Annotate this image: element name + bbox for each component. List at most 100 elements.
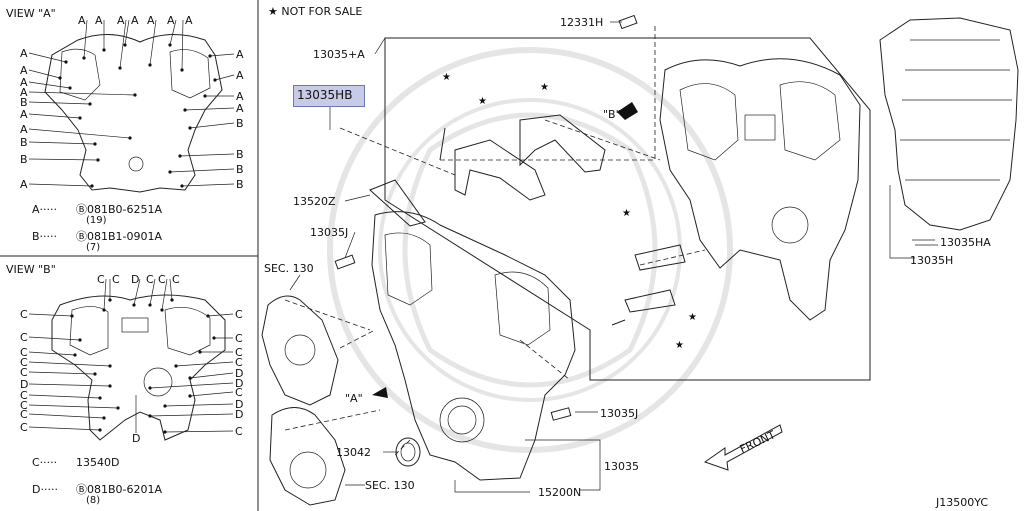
view-b-top-label-leader <box>103 278 107 311</box>
view-b-top-label-bolt-point <box>132 303 136 307</box>
callout-13035HB[interactable]: 13035HB <box>297 88 353 102</box>
view-b-right-label-leader <box>164 403 234 407</box>
view-a-arrow <box>372 387 388 398</box>
view-b-left-label-bolt-point <box>78 338 82 342</box>
view-b-top-label: C <box>172 273 180 286</box>
view-b-right-label: C <box>235 308 243 321</box>
view-b-marker: "B" <box>603 108 621 121</box>
view-b-right-label-bolt-point <box>206 314 210 318</box>
view-b-legend-d-key: D····· <box>32 483 58 496</box>
view-b-top-label: C <box>158 273 166 286</box>
assembly-13035A-box <box>384 37 871 381</box>
view-b-left-label-leader <box>28 404 119 409</box>
svg-text:★: ★ <box>478 96 487 107</box>
engine-block <box>879 17 1019 231</box>
view-b-left-label-bolt-point <box>108 364 112 368</box>
view-a-left-opening <box>59 48 101 101</box>
view-b-left-label-leader <box>28 351 76 356</box>
view-a-right-label: B <box>236 117 244 130</box>
callout-12331H: 12331H <box>560 16 603 29</box>
view-a-legend-b-qty: (7) <box>86 242 100 253</box>
view-a-right-label-bolt-point <box>180 184 184 188</box>
view-a-left-label: A <box>20 178 28 191</box>
view-b-right-label: D <box>235 367 243 380</box>
rear-timing-cover <box>659 58 861 321</box>
view-b-left-label-leader <box>28 313 73 317</box>
view-a-right-label: B <box>236 178 244 191</box>
view-a-legend-b-part: Ⓑ081B1-0901A <box>76 230 163 243</box>
view-b-right-label-bolt-point <box>148 386 152 390</box>
view-a-top-label-bolt-point <box>180 68 184 72</box>
view-b-left-label-bolt-point <box>102 416 106 420</box>
view-b-right-label-bolt-point <box>174 364 178 368</box>
view-b-legend-d-part: Ⓑ081B0-6201A <box>76 483 163 496</box>
view-b-top-label-bolt-point <box>160 308 164 312</box>
view-a-top-label-leader <box>124 19 130 46</box>
not-for-sale-note: ★ NOT FOR SALE <box>268 5 362 18</box>
view-b-left-label: C <box>20 346 28 359</box>
view-a-right-label: A <box>236 48 244 61</box>
highlighted-part-box[interactable] <box>293 85 365 107</box>
svg-text:★: ★ <box>675 340 684 351</box>
view-a-top-label-leader <box>83 19 88 59</box>
view-a-top-label-leader <box>169 19 177 46</box>
dowel-pin-12331H <box>618 14 638 30</box>
view-b-top-label-leader <box>169 278 173 301</box>
view-a-left-label-bolt-point <box>133 93 137 97</box>
view-a-left-label-leader <box>28 52 67 63</box>
view-a-left-label: B <box>20 96 28 109</box>
view-b-left-label-leader <box>28 361 111 367</box>
view-a-center-hole <box>128 156 144 172</box>
view-b-legend-d-qty: (8) <box>86 495 100 506</box>
view-b-center-window <box>121 317 149 333</box>
callout-15200N: 15200N <box>538 486 581 499</box>
view-a-right-label-leader <box>169 168 235 173</box>
view-b-top-label: D <box>131 273 139 286</box>
watermark-emblem <box>327 47 733 453</box>
view-a-top-label: A <box>147 14 155 27</box>
view-b-top-label-leader <box>133 278 141 306</box>
view-a-left-label: A <box>20 64 28 77</box>
view-b-bottom-hole <box>143 367 173 397</box>
view-b-right-opening <box>164 307 211 356</box>
callout-13035HA: 13035HA <box>940 236 991 249</box>
view-a-top-label-bolt-point <box>148 63 152 67</box>
view-a-cover-outline <box>44 33 223 193</box>
view-a-left-label-leader <box>28 158 99 161</box>
view-a-right-label-bolt-point <box>203 94 207 98</box>
callout-13035J-right: 13035J <box>600 407 638 420</box>
view-b-right-label: D <box>235 398 243 411</box>
view-a-legend-a-key: A····· <box>32 203 57 216</box>
view-b-right-label: C <box>235 332 243 345</box>
view-a-left-label-bolt-point <box>88 102 92 106</box>
view-b-left-label: C <box>20 331 28 344</box>
callout-sec130-bottom: SEC. 130 <box>365 479 415 492</box>
dowel-pin-13035J-top <box>334 254 356 270</box>
view-b-left-label-bolt-point <box>70 314 74 318</box>
view-a-top-label: A <box>95 14 103 27</box>
view-a-left-label-leader <box>28 113 81 119</box>
view-a-top-label-bolt-point <box>102 48 106 52</box>
view-b-top-label: C <box>112 273 120 286</box>
view-b-right-label-bolt-point <box>163 404 167 408</box>
view-b-left-label: D <box>20 378 28 391</box>
view-a-left-label-leader <box>28 128 131 139</box>
view-a-left-label-bolt-point <box>68 86 72 90</box>
view-a-top-label-bolt-point <box>118 66 122 70</box>
svg-text:★: ★ <box>688 312 697 323</box>
view-a-left-label-leader <box>28 81 71 89</box>
view-a-right-label-leader <box>214 74 235 81</box>
view-a-right-label-leader <box>184 107 235 111</box>
svg-text:★: ★ <box>540 82 549 93</box>
view-b-right-label: C <box>235 425 243 438</box>
view-a-top-label-leader <box>149 19 157 66</box>
view-b-left-label-bolt-point <box>108 384 112 388</box>
view-b-top-label-bolt-point <box>148 303 152 307</box>
view-a-left-label: A <box>20 86 28 99</box>
view-a-right-label-leader <box>179 153 235 157</box>
view-b-top-label: C <box>146 273 154 286</box>
not-for-sale-star-markers: ★ ★ ★ ★ ★ ★ <box>442 72 697 351</box>
view-a-left-label: B <box>20 153 28 166</box>
sec130-upper-housing <box>261 295 339 406</box>
view-a-left-label-bolt-point <box>128 136 132 140</box>
